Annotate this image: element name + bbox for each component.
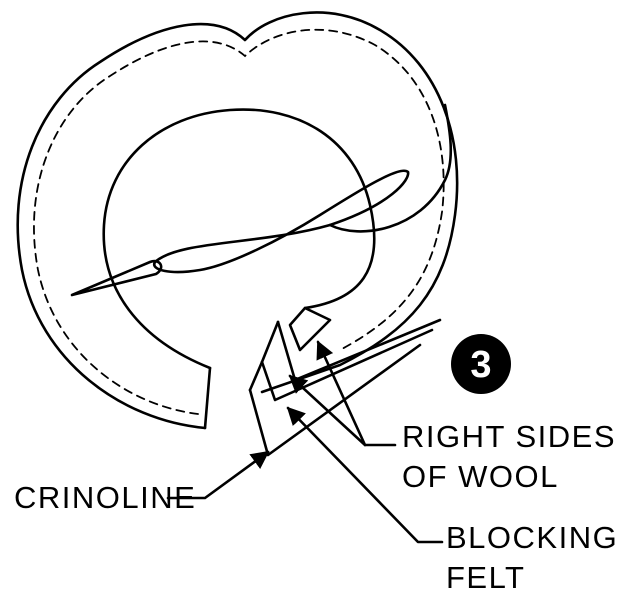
label-crinoline: CRINOLINE [14,480,196,515]
label-felt: FELT [446,560,526,595]
wool-layer-top [288,306,332,352]
blocking-felt-layer [260,328,434,402]
step-number: 3 [470,344,491,386]
layer-edges [248,320,280,392]
wool-layer-second [276,318,442,382]
stitch-line [33,28,445,415]
thread-tail [328,103,453,233]
arrow-right-sides-2 [288,374,367,447]
brim-cut-end [203,366,212,430]
brim-outer-edge [16,11,459,430]
thread [152,169,410,274]
needle [70,259,163,297]
step-badge [451,334,511,394]
label-right-sides: RIGHT SIDES [402,419,616,454]
brim-inner-edge [102,108,376,370]
label-blocking: BLOCKING [446,520,618,555]
label-of-wool: OF WOOL [402,459,559,494]
arrow-blocking-felt [286,406,444,544]
arrow-crinoline [166,450,270,500]
